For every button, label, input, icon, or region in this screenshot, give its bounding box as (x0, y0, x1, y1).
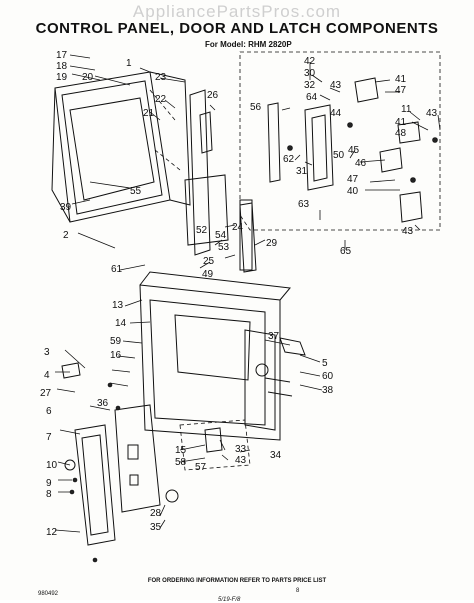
control-panel (61, 362, 179, 546)
label-2: 2 (63, 230, 69, 241)
label-40: 40 (347, 186, 359, 197)
label-29: 29 (266, 238, 278, 249)
label-3: 3 (44, 347, 50, 358)
label-4: 4 (44, 370, 50, 381)
model-subtitle: For Model: RHM 2820P (205, 40, 292, 49)
label-32: 32 (304, 80, 316, 91)
label-50: 50 (333, 150, 345, 161)
label-45: 45 (348, 145, 360, 156)
label-20: 20 (82, 72, 94, 83)
latch-group-outline (239, 51, 441, 231)
label-8: 8 (46, 489, 52, 500)
label-34: 34 (270, 450, 282, 461)
label-61: 61 (111, 264, 123, 275)
label-25: 25 (203, 256, 215, 267)
label-58: 58 (175, 457, 187, 468)
label-1: 1 (126, 58, 132, 69)
label-53: 53 (218, 242, 230, 253)
label-41: 41 (395, 74, 407, 85)
label-28: 28 (150, 508, 162, 519)
label-38: 38 (322, 385, 334, 396)
label-64: 64 (306, 92, 318, 103)
label-15: 15 (175, 445, 187, 456)
label-12: 12 (46, 527, 58, 538)
label-36: 36 (97, 398, 109, 409)
label-55: 55 (130, 186, 142, 197)
label-44: 44 (330, 108, 342, 119)
label-19: 19 (56, 72, 68, 83)
label-16: 16 (110, 350, 122, 361)
label-31: 31 (296, 166, 308, 177)
label-43d: 43 (235, 455, 247, 466)
label-33: 33 (235, 444, 247, 455)
label-59: 59 (110, 336, 122, 347)
label-24: 24 (232, 222, 244, 233)
label-5: 5 (322, 358, 328, 369)
label-43: 43 (330, 80, 342, 91)
label-47: 47 (395, 85, 407, 96)
label-17: 17 (56, 50, 68, 61)
label-23: 23 (155, 72, 167, 83)
label-14: 14 (115, 318, 127, 329)
latch-lever (239, 202, 257, 273)
label-56: 56 (250, 102, 262, 113)
label-35: 35 (150, 522, 162, 533)
revision-mark: 5/19-F/8 (218, 597, 241, 603)
label-47b: 47 (347, 174, 359, 185)
label-65: 65 (340, 246, 352, 257)
label-22: 22 (155, 94, 167, 105)
label-26: 26 (207, 90, 219, 101)
diagram-title: CONTROL PANEL, DOOR AND LATCH COMPONENTS (35, 20, 439, 37)
label-57: 57 (195, 462, 207, 473)
label-54: 54 (215, 230, 227, 241)
label-37: 37 (268, 331, 280, 342)
label-62: 62 (283, 154, 295, 165)
label-43b: 43 (426, 108, 438, 119)
latch-components (267, 77, 438, 223)
label-60: 60 (322, 371, 334, 382)
misc-small-parts (69, 337, 306, 563)
label-42: 42 (304, 56, 316, 67)
catalog-number: 980492 (38, 591, 59, 597)
ordering-footer: FOR ORDERING INFORMATION REFER TO PARTS … (147, 578, 327, 584)
label-6: 6 (46, 406, 52, 417)
page-number: 8 (296, 588, 300, 594)
label-9: 9 (46, 478, 52, 489)
label-13: 13 (112, 300, 124, 311)
label-11: 11 (401, 104, 412, 115)
label-52: 52 (196, 225, 208, 236)
label-63: 63 (298, 199, 310, 210)
label-39: 39 (60, 202, 72, 213)
part-labels: 17 18 19 20 1 23 22 21 26 55 39 2 52 54 … (40, 50, 438, 538)
label-27: 27 (40, 388, 52, 399)
label-49: 49 (202, 269, 214, 280)
label-21: 21 (143, 108, 155, 119)
label-10: 10 (46, 460, 58, 471)
label-7: 7 (46, 432, 52, 443)
label-43c: 43 (402, 226, 414, 237)
label-46: 46 (355, 158, 367, 169)
door-assembly (51, 71, 191, 223)
label-41b: 41 (395, 117, 407, 128)
label-18: 18 (56, 61, 68, 72)
label-30: 30 (304, 68, 316, 79)
watermark: AppliancePartsPros.com (132, 2, 342, 21)
control-panel-frame (139, 271, 291, 441)
leader-lines (54, 54, 441, 533)
label-48: 48 (395, 128, 407, 139)
hinge-bar (184, 89, 253, 271)
